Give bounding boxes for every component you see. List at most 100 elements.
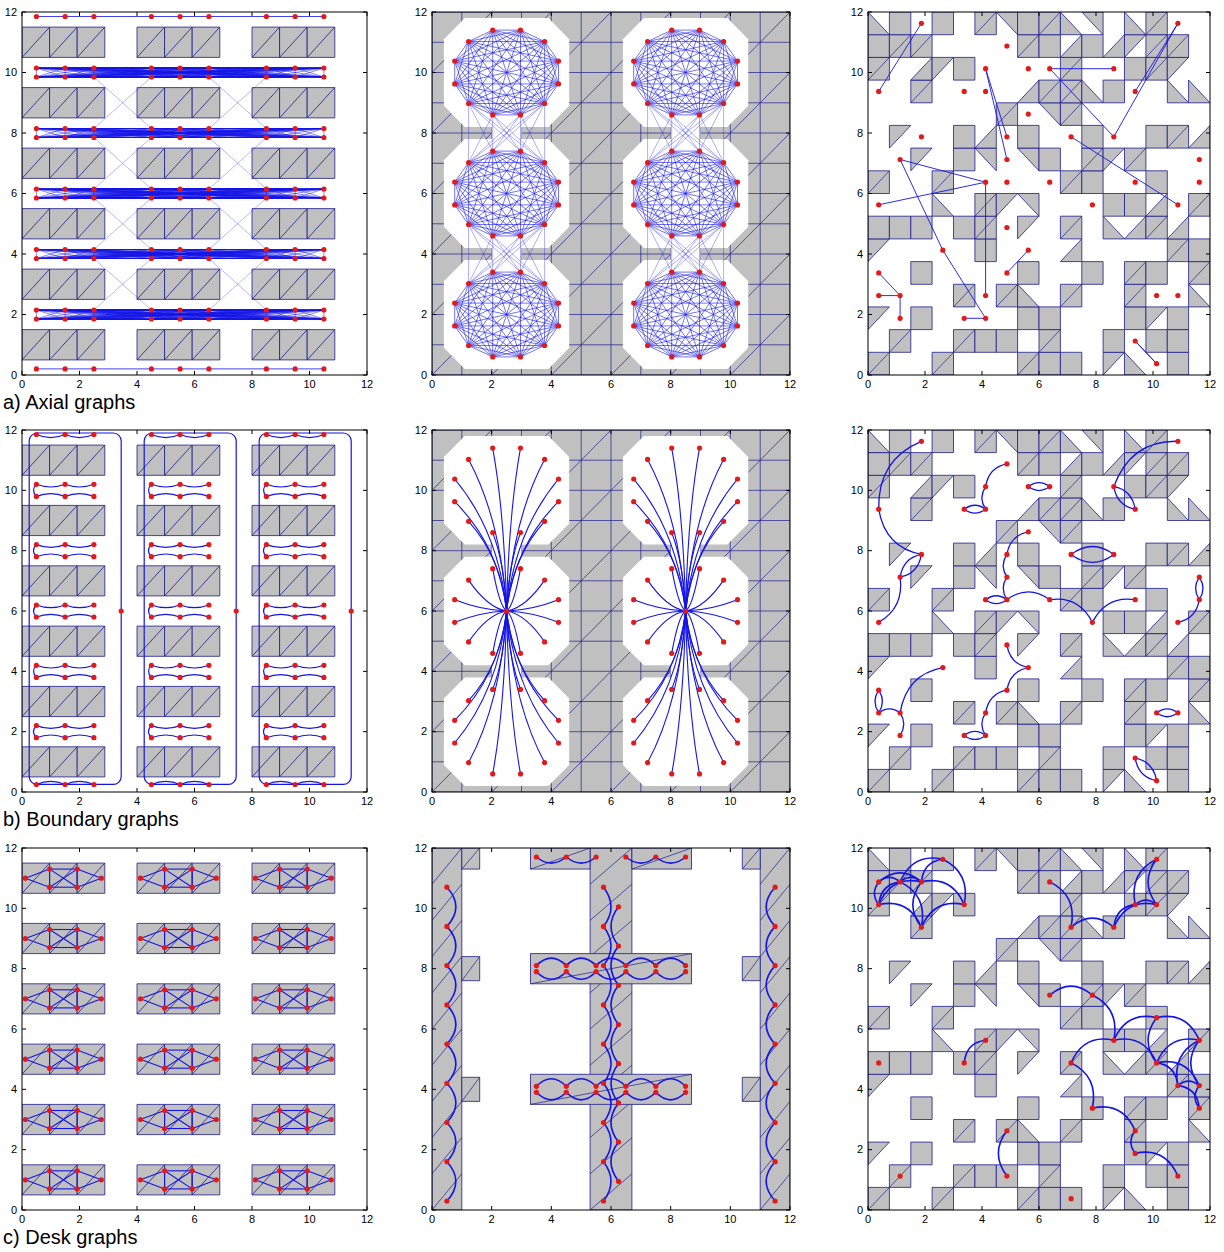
axial-edge [295,68,324,77]
axial-edge [180,189,324,198]
wall-diagonal [581,315,611,345]
wall-block [1018,12,1039,35]
graph-vertex [669,270,674,275]
axis-tick [22,371,23,375]
desk [165,686,193,716]
desk [165,148,193,178]
axial-edge [295,310,324,319]
axial-edge [700,326,738,357]
graph-vertex [1154,361,1159,366]
axial-edge [672,236,724,284]
desk-diagonal [252,88,280,118]
axial-edge [521,272,559,326]
wall-block [1018,125,1039,148]
graph-vertex [34,65,39,70]
axial-edge [493,225,545,273]
wall-triangle [1082,12,1103,35]
axial-edge [493,272,559,326]
desk-diagonal [50,209,78,239]
graph-vertex [452,202,457,207]
desk-diagonal [280,330,308,360]
axial-edge [672,284,724,357]
graph-vertex [452,301,457,306]
axial-edge [648,104,724,163]
axial-edge [521,30,545,41]
axial-edge [634,325,738,326]
desk-diagonal [307,148,335,178]
axial-edge [634,84,724,104]
desk-diagonal [252,209,280,239]
desk-diagonal [252,269,280,299]
graph-vertex [876,89,881,94]
wall-triangle [1103,352,1124,375]
axial-edge [493,272,521,273]
wall-triangle [1018,194,1039,217]
graph-vertex [1175,21,1180,26]
axial-edge [1114,23,1178,137]
axis-tick [790,12,791,16]
desk [22,626,50,656]
axial-edge [455,303,559,326]
graph-vertex [556,180,561,185]
axis-tick [868,314,872,315]
axial-edge [455,182,521,236]
wall-block [1103,330,1124,353]
desk-diagonal [50,505,78,535]
wall-diagonal [1167,35,1188,58]
desk [22,88,50,118]
axial-edge [455,61,559,84]
wall-diagonal [1146,12,1167,35]
graph-vertex [631,202,636,207]
axial-edge [209,189,295,198]
wall-block [954,148,975,171]
desk [165,330,193,360]
wall-block [1125,262,1146,285]
axis-tick [1206,193,1210,194]
graph-vertex [178,14,183,19]
axial-edge [634,61,700,115]
wall-triangle [868,239,889,262]
axial-edge [209,68,267,77]
axial-edge [492,115,493,151]
axial-edge [180,319,324,320]
graph-vertex [63,74,68,79]
graph-vertex [34,195,39,200]
wall-diagonal [996,284,1017,307]
wall-block [911,216,932,239]
axial-edge [209,138,267,190]
wall-grid [760,12,761,375]
graph-vertex [149,307,154,312]
desk [192,148,220,178]
desk [22,445,50,475]
desk [165,209,193,239]
axial-edge [648,115,672,163]
graph-vertex [631,81,636,86]
axial-edge [493,236,545,284]
wall-diagonal [760,133,790,163]
desk [77,269,105,299]
graph-vertex [631,59,636,64]
axis-tick [786,314,790,315]
graph-vertex [983,293,988,298]
axial-edge [545,326,559,346]
axial-edge [295,250,324,259]
axial-edge [492,236,493,272]
desk-diagonal [22,445,50,475]
axis-tick [1153,12,1154,16]
wall-diagonal [1060,171,1081,194]
axial-edge [545,205,559,225]
axial-edge [634,61,648,103]
axial-edge [469,42,493,115]
graph-vertex [898,157,903,162]
axial-edge [1050,69,1114,137]
axial-edge [724,205,738,225]
axial-edge [455,61,545,103]
graph-vertex [735,81,740,86]
graph-vertex [264,307,269,312]
axial-edge [1135,341,1156,364]
axial-edge [672,30,738,84]
axial-edge [94,198,151,250]
desk-diagonal [307,27,335,57]
desk-diagonal [165,269,193,299]
graph-vertex [293,74,298,79]
